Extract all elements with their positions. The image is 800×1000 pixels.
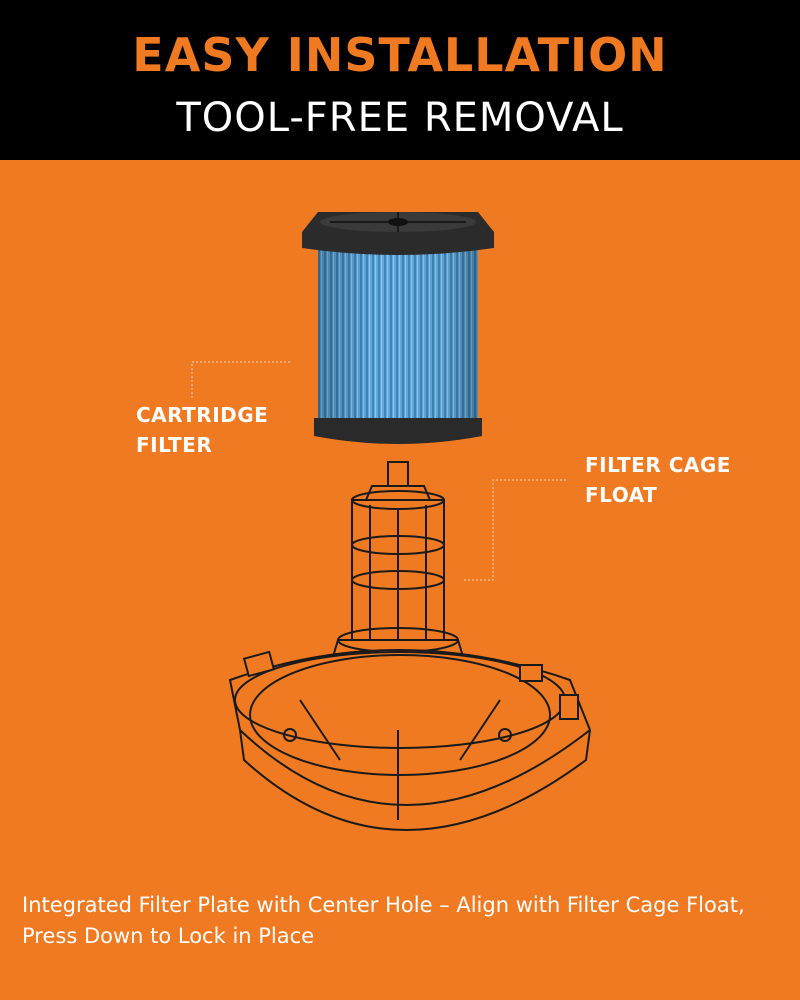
caption-text: Integrated Filter Plate with Center Hole… [22,893,745,948]
filter-cage-float-drawing [228,461,592,831]
filter-cage-float-label: FILTER CAGE FLOAT [585,450,731,510]
cartridge-filter-label-line1: CARTRIDGE [136,403,269,427]
filter-cage-float-label-line2: FLOAT [585,483,658,507]
page-title: EASY INSTALLATION [132,28,668,82]
callout-lines [191,361,566,581]
cartridge-filter-image [302,212,494,444]
header-banner [0,0,800,160]
filter-cage-float-label-line1: FILTER CAGE [585,453,731,477]
cartridge-filter-label: CARTRIDGE FILTER [136,400,268,460]
page-subtitle: TOOL-FREE REMOVAL [176,95,624,141]
cartridge-filter-label-line2: FILTER [136,433,213,457]
